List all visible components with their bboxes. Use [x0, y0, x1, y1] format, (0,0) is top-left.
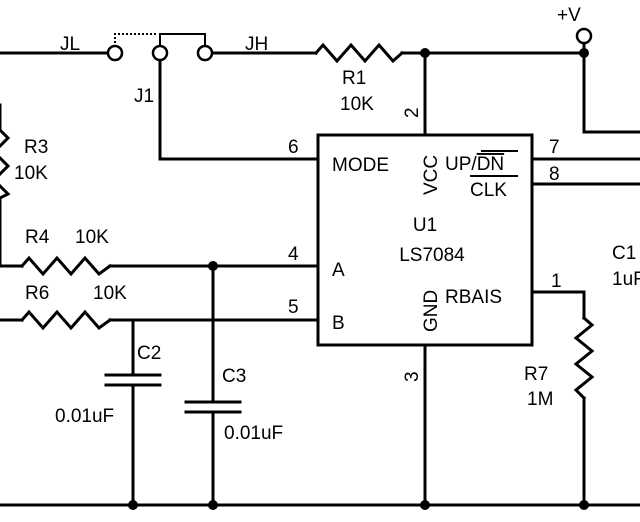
ic-ref-label: U1: [413, 215, 437, 236]
wire-pin1-r7: [530, 290, 586, 320]
ic-part-label: LS7084: [399, 245, 465, 266]
jumper-j1-label: J1: [134, 86, 154, 107]
junction-dot: [208, 261, 218, 271]
resistor-r6: [19, 309, 113, 331]
ic-pin-clk-label: CLK: [470, 180, 507, 201]
r7-name-label: R7: [524, 364, 548, 385]
ic-pin-a-label: A: [332, 260, 345, 281]
resistor-r4: [19, 255, 113, 277]
pin-number-6: 6: [288, 137, 299, 158]
jumper-dotted-link: [114, 33, 158, 47]
wire-j1-mode: [158, 51, 320, 161]
jumper-j1[interactable]: [106, 33, 214, 62]
r4-value-label: 10K: [75, 227, 109, 248]
jumper-shunt: [159, 33, 206, 47]
resistor-r1: [313, 42, 405, 64]
jumper-pin-common[interactable]: [151, 44, 169, 62]
r1-name-label: R1: [342, 68, 366, 89]
ic-pin-vcc-label: VCC: [421, 155, 442, 195]
junction-dot: [579, 500, 589, 510]
ic-pin-updn-label: UP/DN: [445, 154, 504, 175]
r1-value-label: 10K: [340, 94, 374, 115]
resistor-r7: [573, 315, 595, 401]
junction-dot: [208, 500, 218, 510]
ic-u1-body: [316, 133, 534, 347]
pin-number-8: 8: [549, 164, 560, 185]
ic-pin-gnd-label: GND: [421, 290, 442, 332]
wire-vplus-drop: [582, 43, 640, 134]
pin-number-7: 7: [549, 137, 560, 158]
pin-number-3: 3: [402, 371, 423, 382]
pin-number-5: 5: [288, 297, 299, 318]
jumper-pin-jl[interactable]: [106, 44, 124, 62]
capacitor-c3: [184, 400, 242, 414]
c1-name-label: C1: [612, 243, 636, 264]
r7-value-label: 1M: [527, 389, 553, 410]
junction-dot: [128, 500, 138, 510]
updn-overbar-text: DN: [477, 154, 504, 175]
ic-pin-b-label: B: [332, 313, 345, 334]
jumper-jh-label: JH: [245, 34, 268, 55]
junction-dot: [420, 48, 430, 58]
capacitor-c2: [104, 373, 162, 387]
resistor-r3: [0, 127, 11, 200]
ic-pin-rbias-label: RBAIS: [445, 287, 502, 308]
jumper-jl-label: JL: [60, 34, 80, 55]
vplus-label: +V: [557, 5, 581, 26]
vplus-terminal[interactable]: [575, 27, 593, 45]
r3-value-label: 10K: [14, 163, 48, 184]
c1-value-label: 1uF: [612, 269, 640, 290]
ic-pin-mode-label: MODE: [332, 155, 389, 176]
r3-name-label: R3: [24, 137, 48, 158]
junction-dot: [579, 48, 589, 58]
pin-number-2: 2: [402, 107, 423, 118]
r4-name-label: R4: [25, 227, 50, 248]
jumper-pin-jh[interactable]: [196, 44, 214, 62]
c2-value-label: 0.01uF: [55, 406, 114, 427]
r6-name-label: R6: [25, 283, 49, 304]
c3-value-label: 0.01uF: [224, 423, 283, 444]
junction-dot: [420, 500, 430, 510]
c2-name-label: C2: [137, 343, 161, 364]
wire-r3-bottom: [0, 196, 24, 268]
pin-number-1: 1: [551, 271, 562, 292]
r6-value-label: 10K: [93, 283, 127, 304]
c3-name-label: C3: [222, 366, 246, 387]
pin-number-4: 4: [288, 244, 299, 265]
wires: [0, 43, 640, 507]
